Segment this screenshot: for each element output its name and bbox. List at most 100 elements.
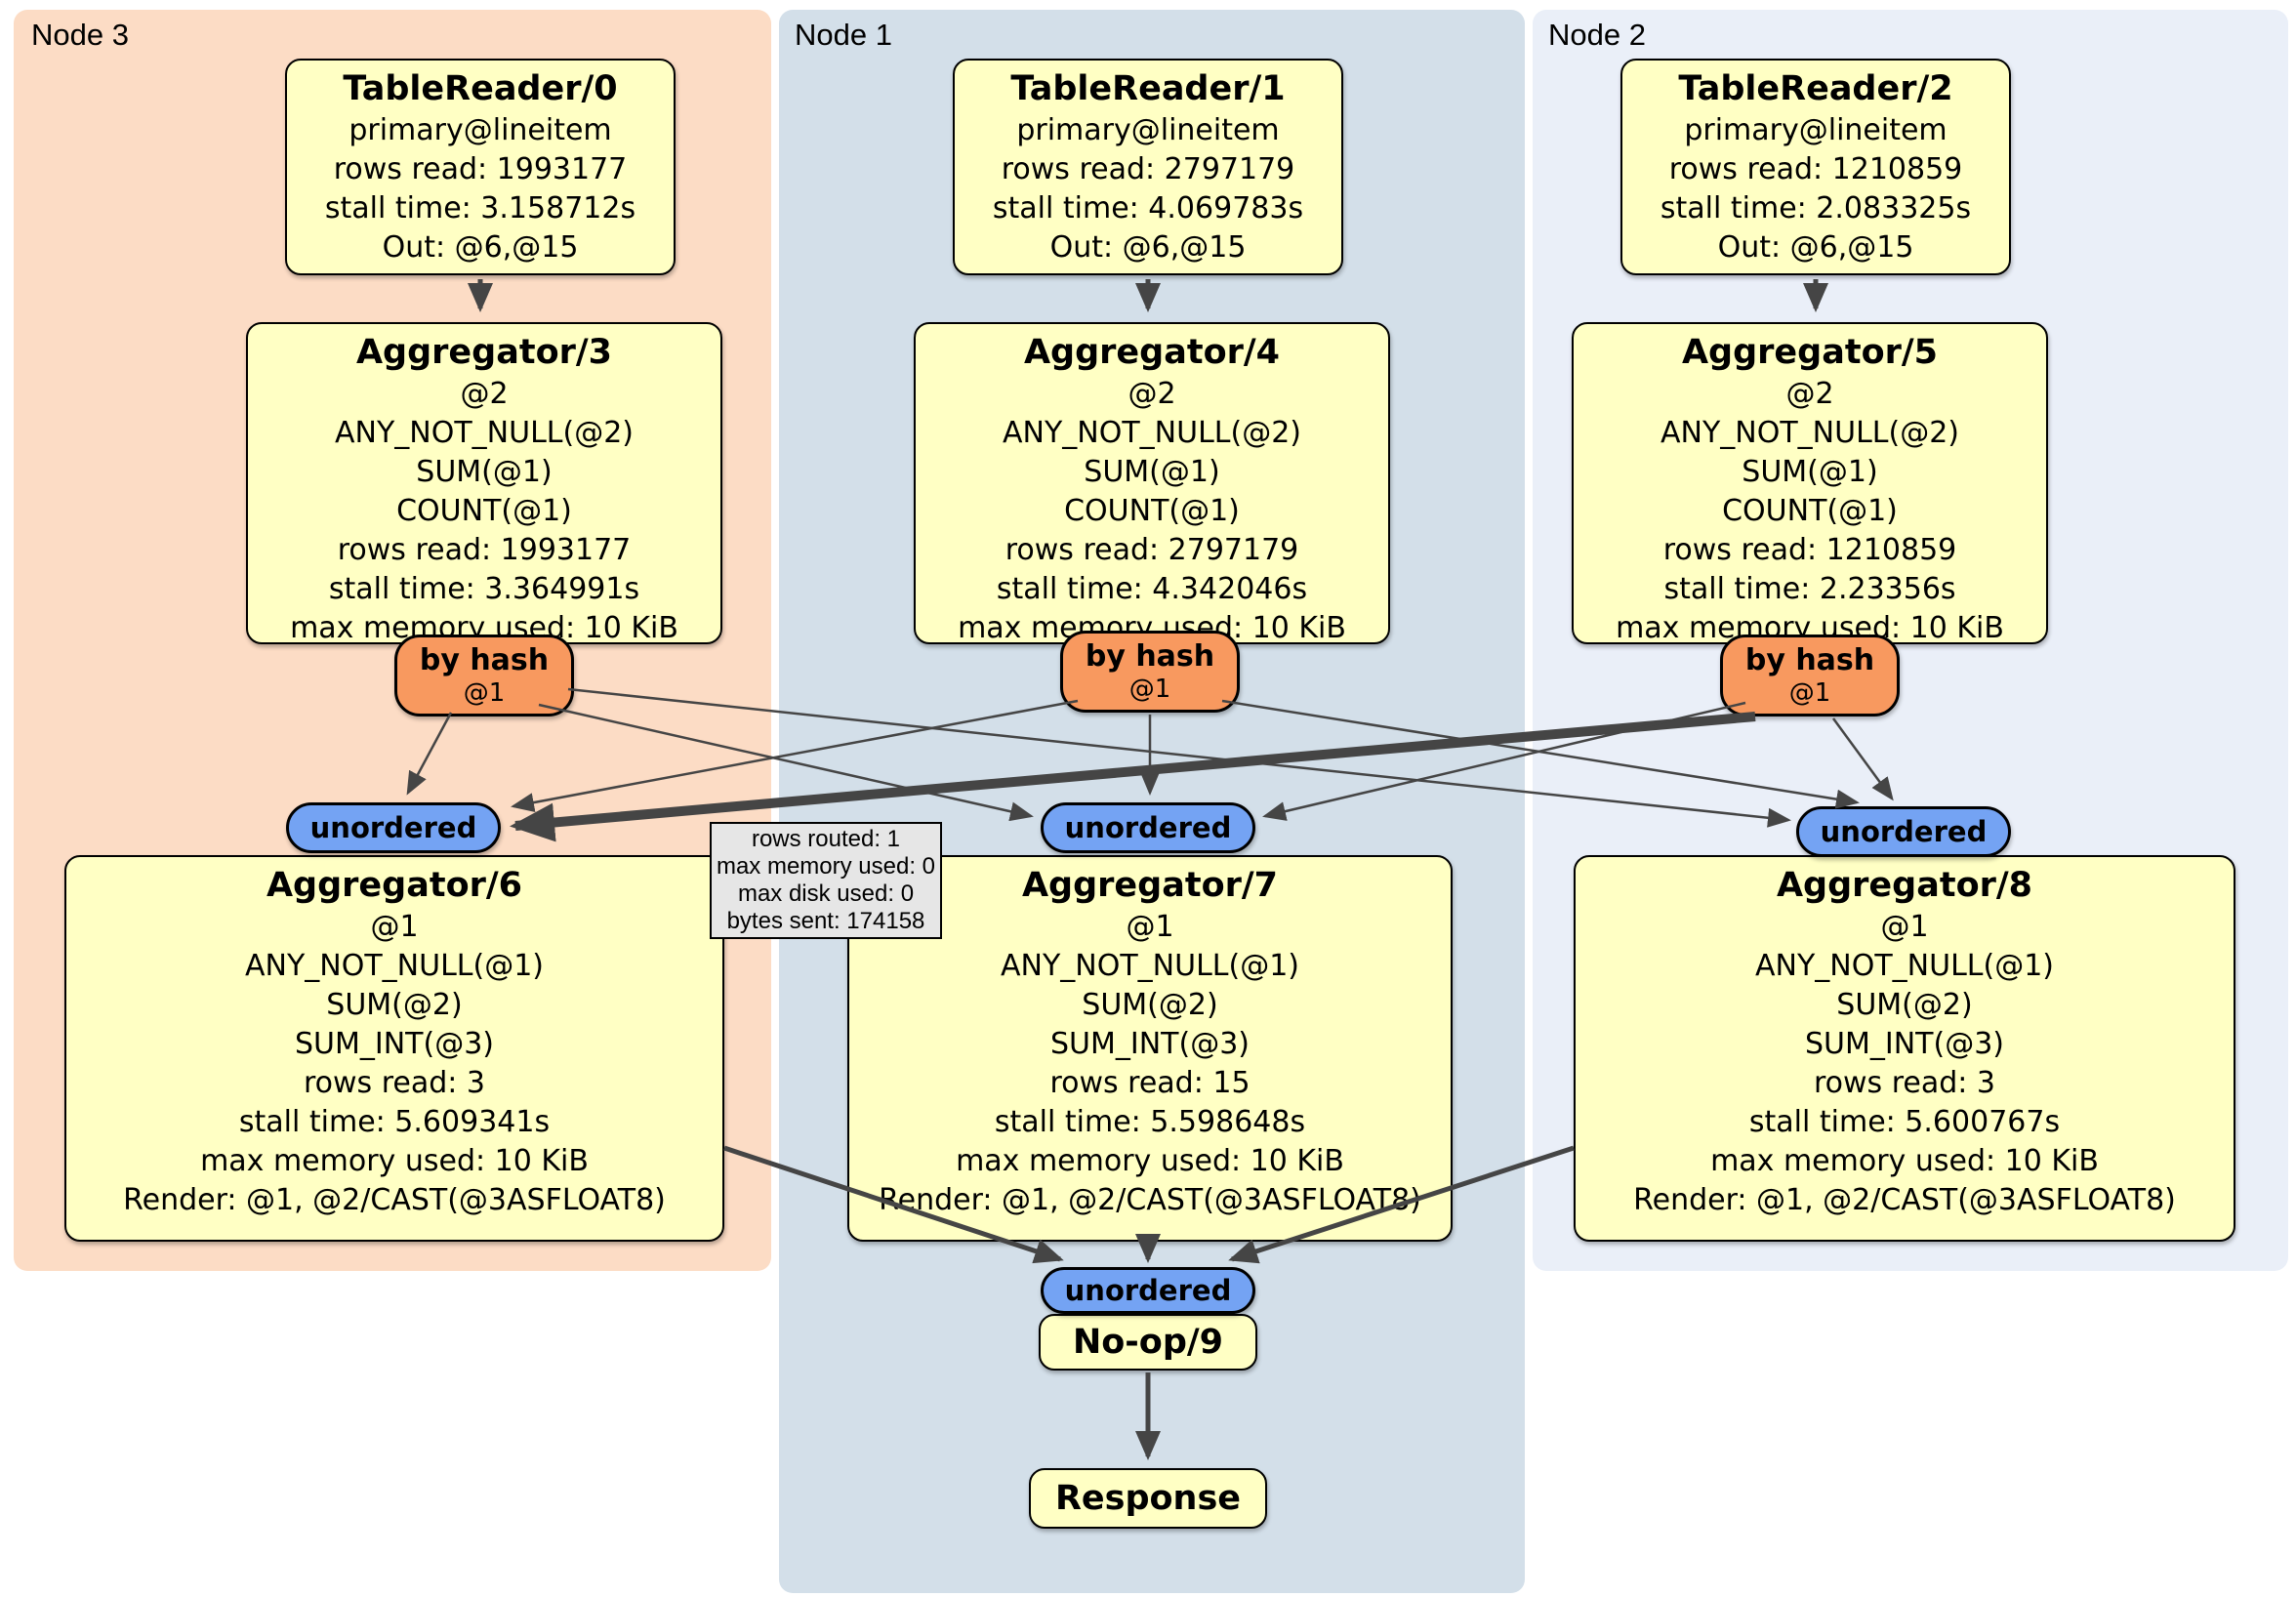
stat-line: COUNT(@1) — [1064, 494, 1240, 528]
stat-line: rows read: 1993177 — [337, 533, 632, 567]
edge-router3-sync-node2[interactable] — [567, 687, 1791, 828]
stat-line: stall time: 5.598648s — [994, 1105, 1306, 1139]
processor-stats: primary@lineitem rows read: 1993177 stall … — [287, 111, 674, 267]
processor-title: Aggregator/8 — [1776, 866, 2033, 905]
stat-line: Out: @6,@15 — [1049, 230, 1247, 265]
stat-line: ANY_NOT_NULL(@1) — [1755, 949, 2054, 983]
processor-stats: primary@lineitem rows read: 1210859 stall … — [1622, 111, 2009, 267]
stat-line: max memory used: 10 KiB — [1710, 1144, 2099, 1178]
edge-router4-sync-node3[interactable] — [511, 699, 1079, 812]
sync-label: unordered — [309, 811, 477, 844]
processor-title: TableReader/0 — [343, 69, 618, 108]
stat-line: SUM(@2) — [1082, 988, 1218, 1022]
router-by-hash-node3: by hash @1 — [394, 635, 574, 717]
edge-router3-sync-node1[interactable] — [538, 703, 1034, 822]
processor-title: Aggregator/4 — [1023, 333, 1281, 372]
stat-line: SUM_INT(@3) — [1050, 1027, 1250, 1061]
stat-line: max memory used: 10 KiB — [200, 1144, 589, 1178]
stat-line: SUM(@2) — [326, 988, 463, 1022]
processor-title: Aggregator/3 — [355, 333, 613, 372]
stat-line: rows read: 3 — [303, 1066, 486, 1100]
stat-line: stall time: 2.23356s — [1663, 572, 1956, 606]
sync-unordered-final: unordered — [1041, 1267, 1255, 1314]
processor-title: TableReader/2 — [1678, 69, 1953, 108]
stat-line: SUM_INT(@3) — [295, 1027, 494, 1061]
edge-router5-sync-node3-thick[interactable] — [510, 712, 1756, 842]
edge-router5-sync-node1[interactable] — [1262, 701, 1746, 821]
stat-line: max memory used: 10 KiB — [956, 1144, 1344, 1178]
stat-line: ANY_NOT_NULL(@1) — [245, 949, 544, 983]
router-by-hash-node1: by hash @1 — [1060, 631, 1240, 713]
edge-router5-sync-node2[interactable] — [1831, 717, 1894, 801]
stat-line: ANY_NOT_NULL(@2) — [1003, 416, 1301, 450]
sync-unordered-node1: unordered — [1041, 802, 1255, 853]
sync-label: unordered — [1820, 815, 1988, 848]
stat-line: stall time: 5.609341s — [238, 1105, 551, 1139]
stat-line: stall time: 5.600767s — [1748, 1105, 2061, 1139]
stat-line: Out: @6,@15 — [382, 230, 579, 265]
router-label: by hash — [1085, 639, 1215, 674]
stat-line: primary@lineitem — [1684, 113, 1948, 147]
stat-line: COUNT(@1) — [396, 494, 572, 528]
stat-line: stall time: 3.158712s — [324, 191, 636, 225]
stat-line: SUM(@1) — [1742, 455, 1878, 489]
stat-line: Render: @1, @2/CAST(@3ASFLOAT8) — [123, 1183, 666, 1217]
stat-line: @2 — [1785, 377, 1834, 411]
processor-response: Response — [1029, 1468, 1267, 1529]
stat-line: SUM(@1) — [1084, 455, 1220, 489]
stat-line: @2 — [1128, 377, 1176, 411]
stat-line: primary@lineitem — [1016, 113, 1280, 147]
stat-line: ANY_NOT_NULL(@2) — [335, 416, 634, 450]
stat-line: COUNT(@1) — [1722, 494, 1898, 528]
edge-aggregator6-final-sync[interactable] — [723, 1145, 1064, 1264]
stat-line: @2 — [460, 377, 509, 411]
stat-line: rows read: 1210859 — [1668, 152, 1963, 186]
stat-line: stall time: 4.069783s — [992, 191, 1304, 225]
router-detail: @1 — [1128, 675, 1171, 704]
region-label-node1: Node 1 — [795, 18, 892, 52]
processor-tablereader-0: TableReader/0 primary@lineitem rows read:… — [285, 59, 676, 275]
stat-line: rows read: 3 — [1813, 1066, 1996, 1100]
stat-line: rows read: 15 — [1049, 1066, 1250, 1100]
router-label: by hash — [1744, 643, 1875, 677]
router-by-hash-node2: by hash @1 — [1720, 635, 1900, 717]
edge-router3-sync-node3[interactable] — [406, 712, 453, 796]
region-label-node3: Node 3 — [31, 18, 129, 52]
processor-title: TableReader/1 — [1010, 69, 1286, 108]
stat-line: bytes sent: 174158 — [726, 908, 925, 934]
sync-unordered-node2: unordered — [1796, 806, 2011, 857]
edge-aggregator8-final-sync[interactable] — [1228, 1145, 1575, 1264]
stat-line: Render: @1, @2/CAST(@3ASFLOAT8) — [879, 1183, 1421, 1217]
router-label: by hash — [419, 643, 550, 677]
stat-line: ANY_NOT_NULL(@1) — [1001, 949, 1299, 983]
stat-line: stall time: 2.083325s — [1660, 191, 1972, 225]
stat-line: SUM(@2) — [1836, 988, 1973, 1022]
stat-line: @1 — [370, 910, 419, 944]
stat-line: rows read: 2797179 — [1004, 533, 1299, 567]
stat-line: Out: @6,@15 — [1717, 230, 1914, 265]
stat-line: Render: @1, @2/CAST(@3ASFLOAT8) — [1633, 1183, 2176, 1217]
stat-line: rows read: 1210859 — [1662, 533, 1957, 567]
region-label-node2: Node 2 — [1548, 18, 1646, 52]
stat-line: rows read: 1993177 — [333, 152, 628, 186]
stat-line: primary@lineitem — [348, 113, 612, 147]
stat-line: SUM(@1) — [416, 455, 553, 489]
stat-line: max disk used: 0 — [737, 880, 915, 907]
stat-line: ANY_NOT_NULL(@2) — [1660, 416, 1959, 450]
